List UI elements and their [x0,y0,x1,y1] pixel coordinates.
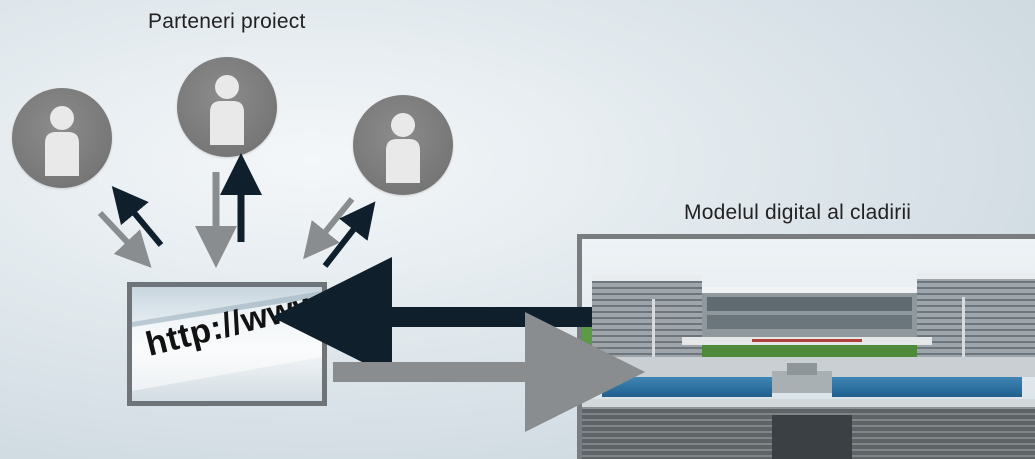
partners-label: Parteneri proiect [148,10,306,33]
center-partner-arrows [195,153,262,268]
user-icon [45,106,79,176]
user-icon [386,113,420,183]
partner-avatar-left [12,88,112,188]
user-icon [210,75,244,145]
right-partner-arrows [303,197,376,268]
left-partner-arrows [97,185,164,268]
building-illustration [582,239,1035,459]
digital-model-label: Modelul digital al cladirii [684,201,912,224]
building-render [582,239,1035,459]
partner-avatar-right [353,95,453,195]
building-model-frame [577,234,1035,459]
partner-avatar-center [177,57,277,157]
